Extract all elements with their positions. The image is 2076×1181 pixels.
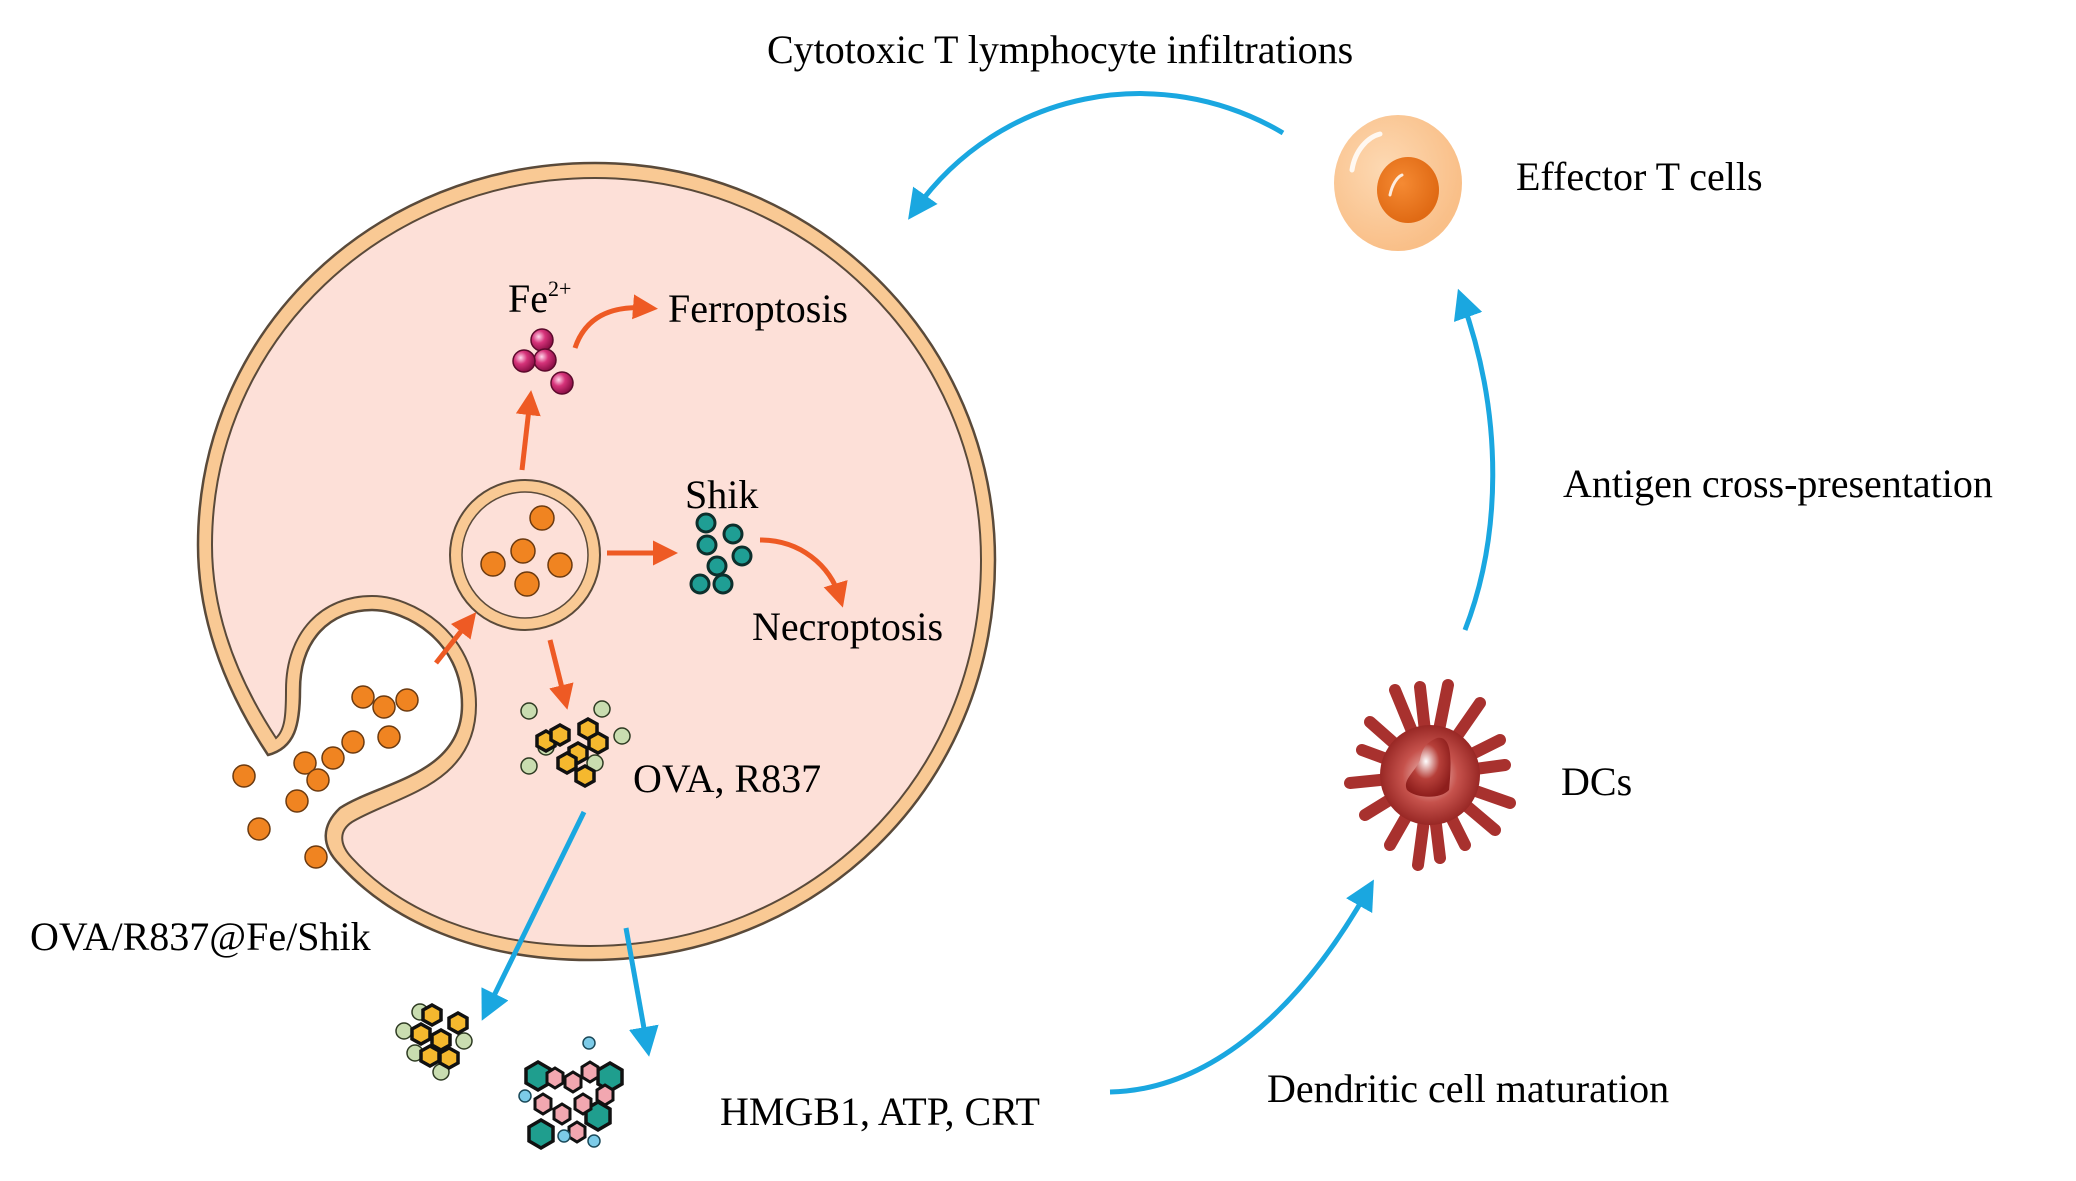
- shik-particles: [689, 512, 753, 595]
- nanoparticles-outside: [232, 764, 328, 869]
- ova-r837-cluster-inside: [520, 700, 631, 789]
- damps-cluster: [518, 1036, 624, 1151]
- endosome-membrane: [299, 609, 463, 809]
- arrow-vesicle-to-fe: [515, 390, 541, 471]
- arrow-dc-maturation: [1109, 879, 1374, 1095]
- arrow-ctl-infiltration: [908, 91, 1285, 220]
- antigen-presentation-label: Antigen cross-presentation: [1563, 461, 1993, 506]
- necroptosis-label: Necroptosis: [752, 604, 943, 649]
- dc-nucleus: [1405, 737, 1451, 797]
- dc-maturation-label: Dendritic cell maturation: [1267, 1066, 1669, 1111]
- dendritic-cell-icon: [1344, 679, 1516, 871]
- ova-r837-label: OVA, R837: [633, 756, 821, 801]
- effector-t-cell-icon: [1334, 115, 1462, 251]
- orange-arrows: [434, 294, 848, 710]
- arrow-release-damps: [623, 927, 659, 1057]
- title-cytotoxic-t-lymphocyte-infiltrations: Cytotoxic T lymphocyte infiltrations: [767, 27, 1353, 72]
- released-antigen-cluster: [395, 1002, 473, 1081]
- arrow-fe-to-ferroptosis: [572, 294, 658, 349]
- shik-label: Shik: [685, 472, 758, 517]
- ferroptosis-label: Ferroptosis: [668, 286, 848, 331]
- damps-label: HMGB1, ATP, CRT: [720, 1089, 1040, 1134]
- fe-ion-label: Fe2+: [508, 276, 571, 321]
- arrow-vesicle-to-ova: [547, 639, 574, 710]
- nanoparticle-label: OVA/R837@Fe/Shik: [30, 914, 371, 959]
- dcs-label: DCs: [1561, 759, 1632, 804]
- arrow-antigen-cross-presentation: [1453, 288, 1496, 631]
- vesicle: [449, 479, 601, 631]
- arrow-shik-to-necroptosis: [759, 537, 848, 608]
- fe-ion-particles: [512, 328, 574, 395]
- effector-t-cells-label: Effector T cells: [1516, 154, 1763, 199]
- endosome-nanoparticles: [293, 685, 419, 792]
- arrow-release-antigens: [481, 810, 587, 1021]
- arrow-endosome-to-vesicle: [434, 612, 477, 665]
